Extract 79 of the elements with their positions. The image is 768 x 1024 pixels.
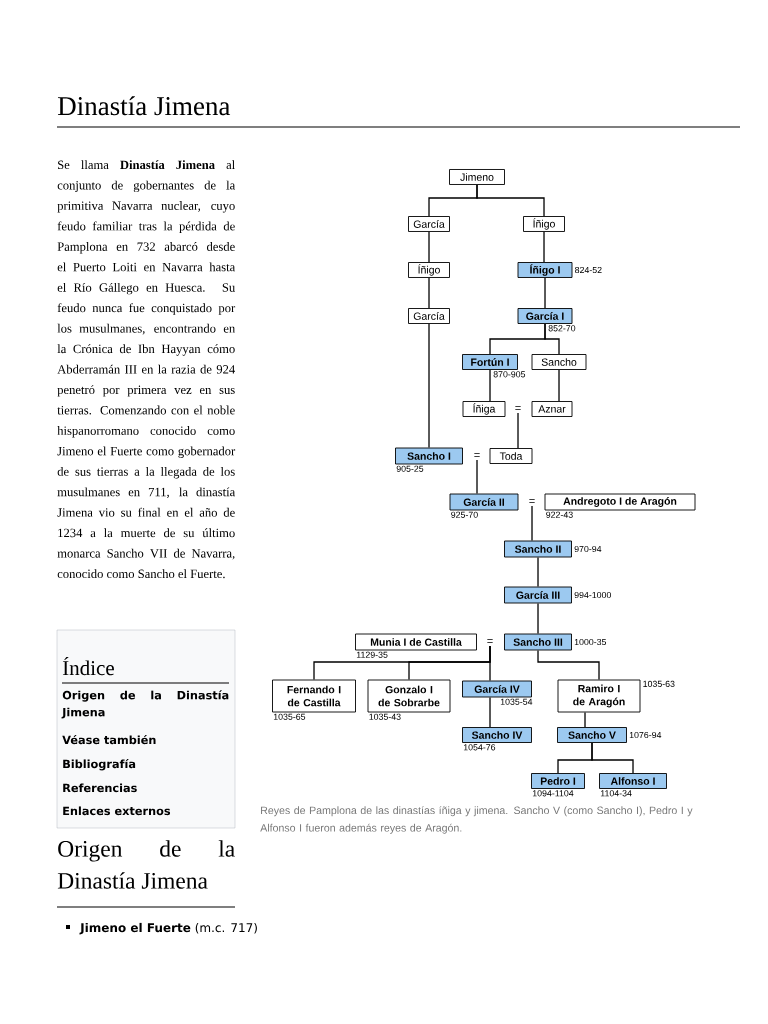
reign-dates: 1094-1104 — [532, 790, 574, 797]
person-box: Alfonso I — [599, 773, 667, 789]
family-line — [591, 742, 634, 774]
person-box: Jimeno — [449, 169, 505, 185]
reign-dates: 970-94 — [574, 545, 602, 553]
person-box: Íñigo — [523, 216, 565, 232]
reign-dates: 922-43 — [546, 511, 573, 518]
reign-dates: 1000-35 — [574, 638, 607, 646]
family-line — [489, 369, 491, 402]
index-link: Origen de la Dinastía Jimena — [61, 690, 229, 719]
person-box: Sancho — [531, 354, 587, 370]
paragraph: Se llama Dinastía Jimena al conjunto de gobernantes de la primitiva Navarra nuclear, cuyo feudo familiar tras la pérdida de Pamplona en 732 abarcó desde el Puerto Loiti en Navarra hasta el Río Gállego en Huesca. Su feudo nunca fue conquistado por los musulmanes, encontrando en la Crónica de Ibn Hayyan cómo Abderramán III en la razia de 924 penetró por primera vez en sus tierras. Comenzando con el noble hispanorromano conocido como Jimeno el Fuerte como gobernador de sus tierras a la llegada de los musulmanes en 711, la dinastía Jimena vio su final en el año de 1234 a la muerte de su último monarca Sancho VII de Navarra, conocido como Sancho el Fuerte. — [57, 160, 236, 579]
family-line — [428, 277, 430, 309]
index-link: Véase también — [62, 734, 156, 745]
family-line — [558, 369, 560, 402]
reign-dates: 1035-54 — [500, 698, 533, 705]
person-box: Sancho I — [395, 447, 463, 465]
person-box: García II — [449, 493, 519, 511]
marriage-sign: = — [529, 499, 535, 503]
family-line — [428, 231, 430, 263]
person-box: García — [408, 216, 450, 232]
person-box: Aznar — [531, 401, 573, 417]
family-line — [476, 459, 478, 495]
family-line — [531, 505, 533, 542]
person-box: Sancho III — [504, 633, 572, 651]
person-box: Sancho II — [504, 540, 572, 558]
reign-dates: 870-905 — [493, 371, 526, 378]
family-line — [537, 556, 539, 588]
person-box: Fernando I de Castilla — [272, 679, 356, 713]
reign-dates: 852-70 — [548, 325, 576, 332]
marriage-sign: = — [474, 453, 480, 457]
figure-caption: Reyes de Pamplona de las dinastías íñiga y jimena. Sancho V (como Sancho I), Pedro I y Alfonso I fueron además reyes de Aragón. — [260, 806, 693, 834]
reign-dates: 1129-35 — [356, 651, 388, 658]
person-box: Andregoto I de Aragón — [544, 493, 696, 511]
family-line — [544, 277, 546, 309]
person-box: Íñiga — [462, 401, 506, 417]
person-box: Sancho V — [557, 727, 627, 743]
person-box: García III — [504, 586, 572, 604]
reign-dates: 1035-65 — [273, 713, 306, 720]
person-box: Ramiro I de Aragón — [557, 679, 641, 713]
reign-dates: 824-52 — [575, 266, 602, 274]
reign-dates: 994-1000 — [574, 591, 611, 599]
person-box: García IV — [462, 680, 532, 698]
reign-dates: 925-70 — [451, 511, 478, 518]
person-box: Fortún I — [462, 354, 518, 370]
list-item: Jimeno el Fuerte (m.c. 717) — [79, 922, 257, 935]
person-box: Pedro I — [531, 773, 585, 789]
family-line — [537, 602, 539, 635]
family-line — [517, 412, 519, 449]
marriage-sign: = — [487, 639, 493, 643]
person-box: García — [408, 308, 450, 324]
family-line — [544, 323, 560, 355]
person-box: Gonzalo I de Sobrarbe — [367, 679, 451, 713]
marriage-sign: = — [515, 406, 521, 410]
reign-dates: 1054-76 — [463, 744, 496, 751]
person-box: Íñigo I — [517, 262, 573, 278]
reign-dates: 1035-43 — [369, 713, 401, 720]
index-link: Bibliografía — [63, 758, 136, 771]
family-line — [537, 649, 600, 681]
section-heading: Origen de la Dinastía Jimena — [57, 840, 235, 889]
index-link: Enlaces externos — [63, 806, 171, 816]
family-line — [489, 696, 491, 728]
index-link: Referencias — [63, 783, 137, 793]
reign-dates: 1076-94 — [629, 731, 662, 739]
reign-dates: 905-25 — [396, 465, 424, 472]
person-box: Munia I de Castilla — [355, 633, 477, 651]
person-box: Íñigo — [408, 262, 450, 278]
family-line — [476, 184, 545, 217]
person-box: García I — [517, 308, 573, 324]
family-line — [584, 711, 586, 728]
reign-dates: 1104-34 — [600, 790, 632, 797]
page-title: Dinastía Jimena — [58, 96, 231, 116]
family-line — [489, 645, 491, 682]
person-box: Sancho IV — [462, 727, 532, 743]
index-heading: Índice — [62, 657, 114, 676]
reign-dates: 1035-63 — [643, 680, 675, 687]
person-box: Toda — [489, 448, 533, 464]
family-line — [428, 323, 430, 449]
family-line — [543, 231, 545, 263]
